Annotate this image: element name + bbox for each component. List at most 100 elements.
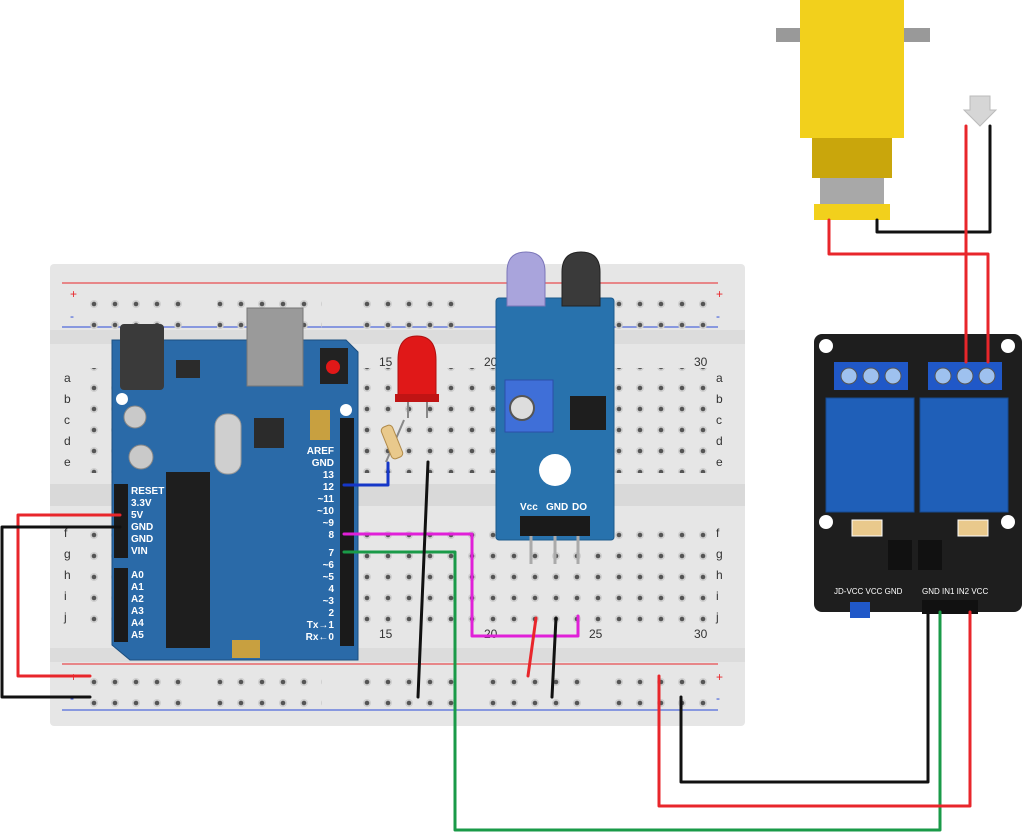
digital-header — [340, 418, 354, 646]
row-label: d — [64, 434, 71, 448]
wire-5v-to-rail — [16, 513, 122, 678]
pin-label: GND — [312, 458, 334, 469]
resistor-body — [380, 424, 404, 460]
row-label: e — [716, 455, 723, 469]
row-label: f — [64, 526, 68, 540]
relay-module: JD-VCC VCC GND GND IN1 IN2 VCC — [814, 334, 1022, 618]
wires — [0, 124, 992, 832]
relay-diode — [957, 519, 989, 537]
usb-connector — [246, 307, 304, 387]
ir-emitter-led — [506, 251, 546, 307]
wire-led-to-gnd — [416, 460, 430, 699]
wire-sensor-vcc-to-rail — [526, 616, 538, 678]
wire-pin12-to-resistor — [342, 461, 390, 487]
pin-label: 12 — [323, 482, 335, 493]
crystal-oscillator — [214, 413, 242, 475]
pin-label: ~10 — [317, 506, 334, 517]
mounting-hole — [1001, 339, 1015, 353]
row-label: i — [716, 589, 719, 603]
row-label: h — [716, 568, 723, 582]
pin-label: 5V — [131, 510, 144, 521]
power-jack — [120, 324, 164, 390]
relay-diode — [851, 519, 883, 537]
mounting-hole — [539, 454, 571, 486]
pin-label: ~3 — [323, 596, 335, 607]
relay-header-label-left: JD-VCC VCC GND — [834, 587, 903, 596]
wire-gnd-to-rail — [0, 525, 122, 699]
red-led-icon — [395, 335, 439, 418]
row-label: h — [64, 568, 71, 582]
column-number: 30 — [694, 627, 708, 641]
column-number: 20 — [484, 627, 498, 641]
bottom-rail-holes — [84, 666, 717, 708]
pin-label: 4 — [328, 584, 334, 595]
rail-minus-label: - — [716, 691, 720, 705]
sensor-pin-label: DO — [572, 502, 587, 513]
voltage-regulator — [176, 360, 200, 378]
motor-shaft — [776, 28, 806, 42]
optocoupler — [888, 540, 912, 570]
wire-rail-to-relay-gnd — [679, 610, 930, 784]
top-rail-holes — [84, 287, 717, 329]
pin-label: GND — [131, 522, 153, 533]
mounting-hole — [1001, 515, 1015, 529]
pin-label: 2 — [328, 608, 334, 619]
row-label: e — [64, 455, 71, 469]
column-number: 15 — [379, 355, 393, 369]
row-label: c — [716, 413, 722, 427]
pin-label: A1 — [131, 582, 144, 593]
rail-minus-label: - — [716, 309, 720, 323]
row-label: g — [716, 547, 723, 561]
row-label: a — [716, 371, 723, 385]
rail-plus-label: + — [716, 287, 723, 301]
motor-shaft — [900, 28, 930, 42]
row-label: f — [716, 526, 720, 540]
column-number: 15 — [379, 627, 393, 641]
pin-label: VIN — [131, 546, 148, 557]
row-label: c — [64, 413, 70, 427]
motor-collar — [812, 138, 892, 178]
column-number: 25 — [589, 627, 603, 641]
column-number: 30 — [694, 355, 708, 369]
row-label: a — [64, 371, 71, 385]
wire-motor-to-supply — [875, 124, 992, 234]
pin-label: A0 — [131, 570, 144, 581]
pin-label: RESET — [131, 486, 164, 497]
dc-gear-motor-icon — [776, 0, 930, 220]
motor-gearbox — [800, 0, 904, 138]
pin-label: ~5 — [323, 572, 335, 583]
pin-label: ~11 — [318, 494, 335, 505]
wire-pin7-to-relay-in1 — [342, 550, 942, 832]
row-label: g — [64, 547, 71, 561]
row-label: d — [716, 434, 723, 448]
rail-minus-label: - — [70, 309, 74, 323]
mounting-hole — [340, 404, 352, 416]
power-supply-arrow-icon — [962, 95, 998, 127]
resistor — [380, 419, 405, 463]
potentiometer-knob[interactable] — [509, 395, 535, 421]
led-rim — [395, 394, 439, 402]
rail-plus-label: + — [70, 287, 77, 301]
relay-block-2 — [919, 397, 1009, 513]
reset-button[interactable] — [326, 360, 340, 374]
sensor-header — [520, 516, 590, 536]
ir-sensor-module: Vcc GND DO — [495, 251, 615, 564]
row-label: j — [63, 610, 67, 624]
mounting-hole — [819, 339, 833, 353]
row-label: b — [716, 392, 723, 406]
capacitor — [128, 444, 154, 470]
power-header — [114, 484, 128, 558]
ir-receiver-led — [561, 251, 601, 307]
row-label: b — [64, 392, 71, 406]
atmega-chip — [166, 472, 210, 648]
pin-label: A3 — [131, 606, 144, 617]
pin-label: AREF — [307, 446, 334, 457]
pin-label: Rx←0 — [306, 632, 335, 643]
wire-sensor-gnd-to-rail — [550, 616, 558, 699]
pin-label: 13 — [323, 470, 335, 481]
sensor-pin-label: GND — [546, 502, 568, 513]
usb-chip — [254, 418, 284, 448]
column-number: 20 — [484, 355, 498, 369]
pin-label: GND — [131, 534, 153, 545]
